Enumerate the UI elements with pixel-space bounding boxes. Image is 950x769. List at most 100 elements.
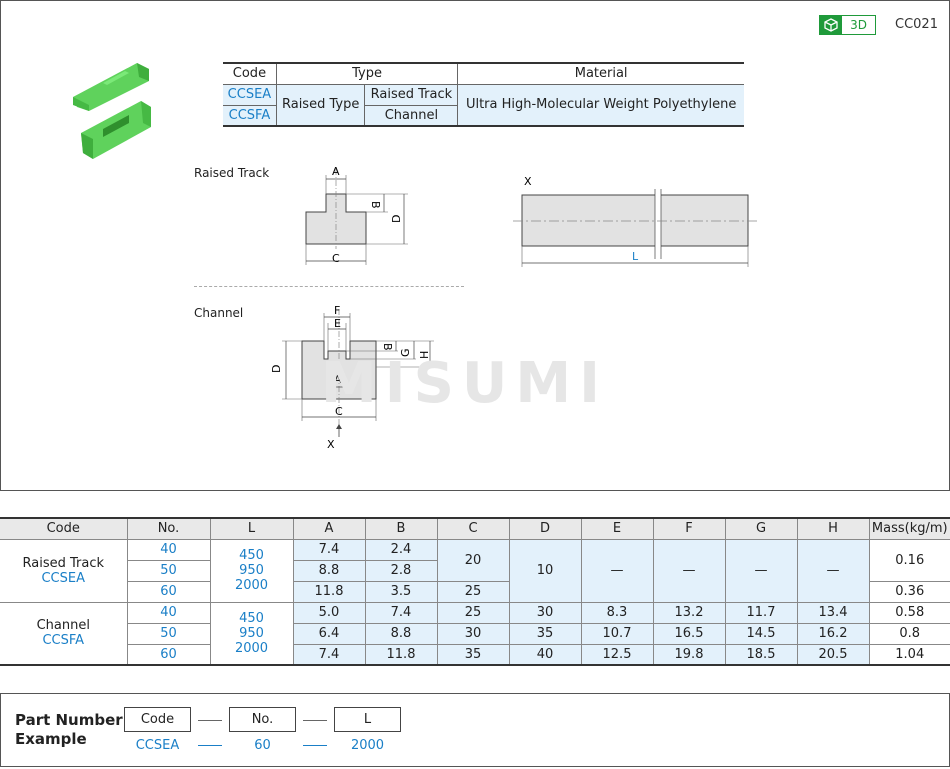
l-value[interactable]: 950 [239,563,264,578]
3d-label: 3D [850,18,867,32]
cell-c: 35 [436,643,510,666]
dim-label-d: D [390,215,403,223]
pn-value-connector [198,745,222,746]
pn-no-box: No. [229,707,296,732]
l-value[interactable]: 450 [239,548,264,563]
type-channel: Channel [364,104,458,127]
spec-header-l: L [209,517,294,540]
cell-b: 11.8 [364,643,438,666]
spec-table: Code No. L A B C D E F G H Mass(kg/m) Ra… [0,517,950,666]
spec-header-c: C [436,517,510,540]
l-value[interactable]: 450 [239,610,264,626]
dim-label-g: G [399,348,412,357]
l-value[interactable]: 2000 [234,640,269,656]
side-view-diagram: X L [513,175,759,267]
pn-no-value: 60 [254,738,271,753]
cell-c: 25 [436,601,510,624]
cell-f: — [652,538,726,603]
cell-f: 19.8 [652,643,726,666]
dim-label-f: F [334,304,340,317]
part-number-title: Part Number Example [15,711,123,749]
dim-label-c: C [332,252,340,265]
pn-code-value: CCSEA [135,738,180,753]
dim-label-b-channel: B [381,343,394,351]
spec-header-code: Code [0,517,128,540]
cell-no[interactable]: 60 [127,643,211,666]
raised-track-label: Raised Track [194,166,270,180]
cell-e: 10.7 [580,622,654,645]
cell-no[interactable]: 50 [127,622,211,645]
pn-code-box: Code [124,707,191,732]
l-value[interactable]: 950 [239,625,264,641]
type-code-ccsea[interactable]: CCSEA [223,83,277,106]
cell-h: — [796,538,870,603]
spec-header-e: E [580,517,654,540]
cell-c: 20 [436,538,510,582]
raised-track-diagram: A B D C [305,165,408,265]
cell-a: 7.4 [292,643,366,666]
cube-icon [820,16,842,34]
dim-label-x-side: X [524,175,532,188]
cell-d: 35 [508,622,582,645]
cell-no[interactable]: 50 [127,559,211,582]
spec-header-f: F [652,517,726,540]
cell-a: 5.0 [292,601,366,624]
cell-b: 3.5 [364,580,438,603]
cell-d: 10 [508,538,582,603]
dim-label-b: B [369,201,382,209]
group-code[interactable]: CCSEA [41,570,85,586]
cell-g: 18.5 [724,643,798,666]
dim-label-l: L [632,250,639,263]
part-number-title-line1: Part Number [15,711,123,729]
cell-b: 7.4 [364,601,438,624]
spec-header-h: H [796,517,870,540]
dim-label-h: H [418,351,431,359]
cell-l-list: 450 950 2000 [209,538,294,603]
dim-label-x-channel: X [327,438,335,451]
cell-no[interactable]: 40 [126,538,211,561]
cell-h: 16.2 [796,622,870,645]
cell-mass: 0.58 [868,601,950,624]
cell-b: 2.4 [364,538,438,561]
cell-d: 40 [508,643,582,666]
type-group: Raised Type [275,83,366,127]
channel-diagram: F E B G H D A C X [270,304,434,451]
part-number-title-line2: Example [15,730,87,748]
pn-connector [198,720,222,721]
group-code[interactable]: CCSFA [42,633,85,649]
channel-label: Channel [194,306,244,320]
cell-g: 11.7 [724,601,798,624]
cell-mass: 0.36 [868,580,950,603]
group-raised-track: Raised Track CCSEA [0,538,128,603]
spec-header-a: A [292,517,366,540]
spec-header-g: G [724,517,798,540]
type-code-ccsfa[interactable]: CCSFA [223,104,277,127]
3d-badge[interactable]: 3D [819,15,876,35]
cell-mass: 0.8 [868,622,950,645]
cell-g: 14.5 [724,622,798,645]
part-number-panel: Part Number Example Code No. L CCSEA 60 … [0,693,950,767]
dim-label-c-channel: C [335,405,343,418]
dim-label-d-channel: D [270,365,283,373]
type-raised-track: Raised Track [364,83,459,106]
cell-b: 8.8 [364,622,438,645]
cell-e: 12.5 [580,643,654,666]
type-header-code: Code [223,62,277,85]
cell-no[interactable]: 40 [126,601,211,624]
cell-b: 2.8 [364,559,437,582]
doc-code: CC021 [895,17,938,32]
cell-c: 25 [436,580,510,603]
product-panel: 3D CC021 Code Type Material CCSEA Raised… [0,0,950,491]
l-value[interactable]: 2000 [234,578,269,593]
cell-a: 8.8 [292,559,366,582]
cell-e: 8.3 [580,601,654,624]
product-image [73,63,151,159]
cell-no[interactable]: 60 [127,580,211,603]
type-header-type: Type [275,62,459,85]
section-divider [194,286,464,287]
pn-l-box: L [334,707,401,732]
dim-label-e: E [334,317,341,330]
group-channel: Channel CCSFA [0,601,128,666]
spec-header-b: B [364,517,438,540]
type-material: Ultra High-Molecular Weight Polyethylene [457,83,744,127]
